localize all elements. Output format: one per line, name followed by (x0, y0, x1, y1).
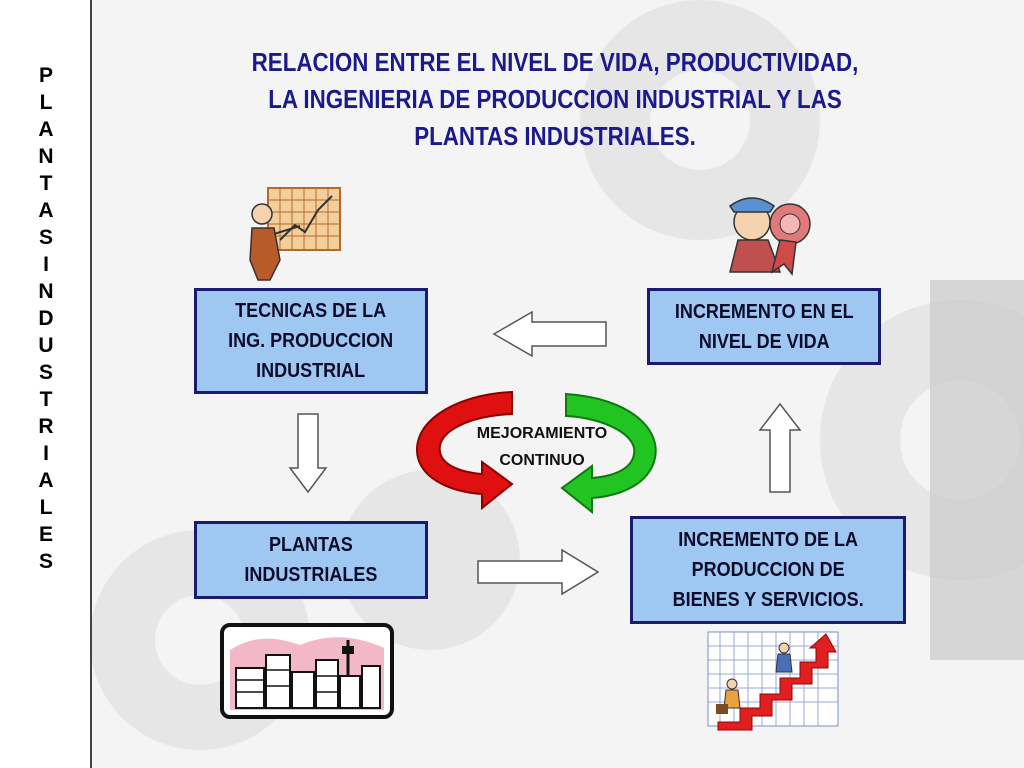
sidebar-letter: A (38, 199, 54, 222)
cycle-green-arrow (560, 392, 657, 515)
cycle-label-line: CONTINUO (499, 452, 585, 469)
sidebar-letter: I (43, 442, 49, 465)
sidebar-letter: N (38, 280, 54, 303)
sidebar-letter: T (39, 388, 53, 411)
sidebar-vertical-title: P L A N T A S I N D U S T R I A L E S (0, 62, 92, 575)
sidebar-letter: D (38, 307, 54, 330)
sidebar-letter: P (38, 64, 53, 87)
sidebar-letter: A (38, 469, 54, 492)
growth-stairs-icon (707, 631, 839, 731)
box-incremento-nivel-vida: INCREMENTO EN EL NIVEL DE VIDA (647, 288, 881, 365)
box-line: ING. PRODUCCION (228, 330, 394, 352)
arrow-right (477, 548, 600, 596)
box-line: INDUSTRIALES (244, 564, 378, 586)
cycle-label-line: MEJORAMIENTO (476, 425, 608, 442)
award-ribbon-icon (728, 197, 811, 276)
title-line: RELACION ENTRE EL NIVEL DE VIDA, PRODUCT… (251, 47, 859, 77)
sidebar-letter: L (39, 91, 53, 114)
sidebar-letter: S (38, 226, 53, 249)
box-plantas-industriales: PLANTAS INDUSTRIALES (194, 521, 428, 599)
sidebar-letter: E (38, 523, 53, 546)
presenter-chart-icon (249, 187, 341, 281)
box-incremento-produccion: INCREMENTO DE LA PRODUCCION DE BIENES Y … (630, 516, 906, 624)
city-buildings-icon (220, 623, 394, 719)
arrow-up (758, 402, 802, 493)
sidebar-letter: R (38, 415, 54, 438)
sidebar-letter: S (38, 550, 53, 573)
sidebar-letter: N (38, 145, 54, 168)
box-line: NIVEL DE VIDA (698, 330, 830, 353)
sidebar-letter: I (43, 253, 49, 276)
sidebar-letter: S (38, 361, 53, 384)
box-line: INDUSTRIAL (256, 360, 366, 382)
title-line: LA INGENIERIA DE PRODUCCION INDUSTRIAL Y… (268, 84, 842, 114)
sidebar-letter: A (38, 118, 54, 141)
arrow-down (288, 413, 328, 494)
title-line: PLANTAS INDUSTRIALES. (414, 121, 696, 151)
box-line: BIENES Y SERVICIOS. (672, 589, 864, 611)
box-tecnicas-ingenieria: TECNICAS DE LA ING. PRODUCCION INDUSTRIA… (194, 288, 428, 394)
box-line: INCREMENTO DE LA (678, 529, 858, 551)
box-line: PLANTAS (269, 534, 353, 556)
box-line: PRODUCCION DE (691, 559, 845, 581)
arrow-left (492, 310, 607, 358)
cycle-red-arrow (415, 390, 514, 511)
box-line: INCREMENTO EN EL (674, 300, 854, 323)
sidebar-panel: P L A N T A S I N D U S T R I A L E S (0, 0, 92, 768)
sidebar-letter: U (38, 334, 54, 357)
sidebar-letter: L (39, 496, 53, 519)
cycle-label: MEJORAMIENTO CONTINUO (452, 420, 632, 474)
box-line: TECNICAS DE LA (235, 300, 387, 322)
page-title: RELACION ENTRE EL NIVEL DE VIDA, PRODUCT… (207, 44, 904, 155)
sidebar-letter: T (39, 172, 53, 195)
